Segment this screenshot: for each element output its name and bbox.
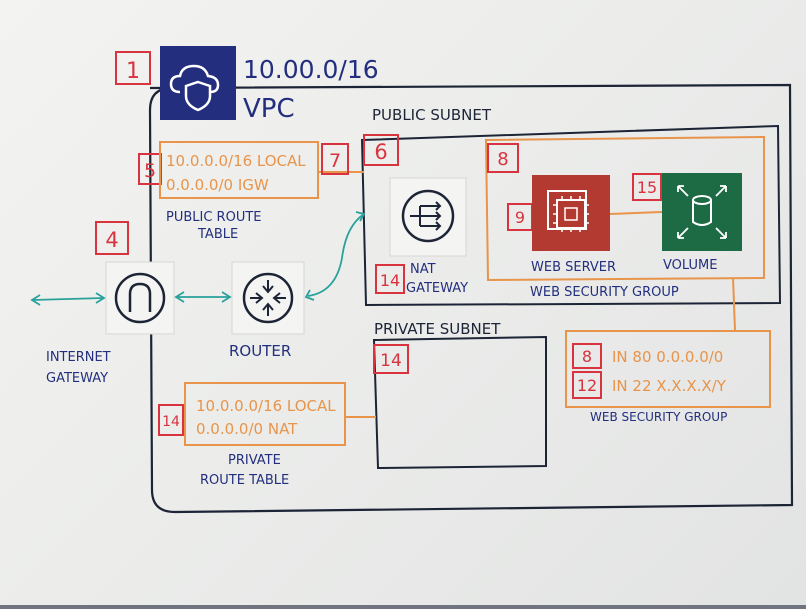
sg-rules-box xyxy=(565,330,771,408)
volume-label: VOLUME xyxy=(663,258,717,273)
badge-internet-gateway-number: 4 xyxy=(105,228,118,252)
private-route-table-box xyxy=(184,382,346,446)
badge-nat-gateway-number: 14 xyxy=(380,271,400,290)
sg-rules-link xyxy=(732,277,736,331)
sg-rule-ssh: IN 22 X.X.X.X/Y xyxy=(612,377,727,395)
public-subnet-box xyxy=(360,124,782,307)
badge-internet-gateway xyxy=(95,221,129,255)
private-route-table-label-1: PRIVATE xyxy=(228,453,281,468)
router-label: ROUTER xyxy=(229,342,291,360)
internet-gateway-label-1: INTERNET xyxy=(46,350,111,365)
badge-web-server-number: 9 xyxy=(515,208,525,227)
badge-public-route-table-number: 5 xyxy=(144,160,156,182)
sg-rule-http: IN 80 0.0.0.0/0 xyxy=(612,348,723,366)
web-security-group-label: WEB SECURITY GROUP xyxy=(530,285,679,300)
badge-public-subnet xyxy=(363,134,399,166)
igw-router-arrow xyxy=(174,291,232,303)
web-security-group-box xyxy=(484,135,765,282)
badge-private-route-table xyxy=(158,404,184,436)
badge-public-subnet-number: 6 xyxy=(374,140,387,164)
vpc-label: VPC xyxy=(243,94,295,124)
vpc-cidr: 10.00.0/16 xyxy=(243,55,379,84)
badge-private-subnet-number: 14 xyxy=(380,351,402,371)
public-route-row-local: 10.0.0.0/16 LOCAL xyxy=(166,152,306,170)
chip-icon xyxy=(532,175,610,251)
public-route-row-igw: 0.0.0.0/0 IGW xyxy=(166,176,269,194)
cloud-shield-icon xyxy=(160,46,236,120)
public-route-table-label-1: PUBLIC ROUTE xyxy=(166,210,262,225)
badge-private-route-table-number: 14 xyxy=(162,414,180,430)
private-route-row-local: 10.0.0.0/16 LOCAL xyxy=(196,397,336,415)
badge-vpc-number: 1 xyxy=(126,59,140,84)
private-route-row-nat: 0.0.0.0/0 NAT xyxy=(196,420,298,438)
badge-nat-gateway xyxy=(375,264,405,294)
badge-sg-rule-ssh-number: 12 xyxy=(577,376,597,395)
badge-web-security-group xyxy=(487,143,519,173)
web-server-label: WEB SERVER xyxy=(531,260,616,275)
badge-private-subnet xyxy=(373,344,409,374)
badge-sg-rule-ssh xyxy=(572,371,602,399)
nat-gateway-label-1: NAT xyxy=(410,262,436,277)
internet-connection-arrow xyxy=(30,292,106,306)
public-subnet-label: PUBLIC SUBNET xyxy=(372,106,492,124)
badge-route-association xyxy=(321,143,349,175)
badge-route-association-number: 7 xyxy=(329,150,341,172)
badge-vpc xyxy=(115,51,151,85)
badge-web-security-group-number: 8 xyxy=(497,149,508,170)
router-public-subnet-arrow xyxy=(304,211,366,301)
badge-sg-rule-http-number: 8 xyxy=(582,347,592,366)
public-route-table-label-2: TABLE xyxy=(197,227,238,242)
sg-rules-label: WEB SECURITY GROUP xyxy=(590,410,727,424)
badge-volume-number: 15 xyxy=(637,178,657,197)
router-arrows-icon xyxy=(231,261,305,335)
cylinder-icon xyxy=(662,173,742,251)
nat-gateway-label-2: GATEWAY xyxy=(406,281,468,296)
private-subnet-label: PRIVATE SUBNET xyxy=(374,320,501,338)
internet-gateway-label-2: GATEWAY xyxy=(46,371,108,386)
badge-sg-rule-http xyxy=(572,343,602,369)
private-subnet-box xyxy=(372,335,547,470)
public-route-table-box xyxy=(159,141,319,199)
nat-arrows-icon xyxy=(389,177,467,257)
badge-volume xyxy=(632,173,662,201)
private-route-table-label-2: ROUTE TABLE xyxy=(200,473,289,488)
gateway-arch-icon xyxy=(105,261,175,335)
server-volume-link xyxy=(609,211,663,215)
